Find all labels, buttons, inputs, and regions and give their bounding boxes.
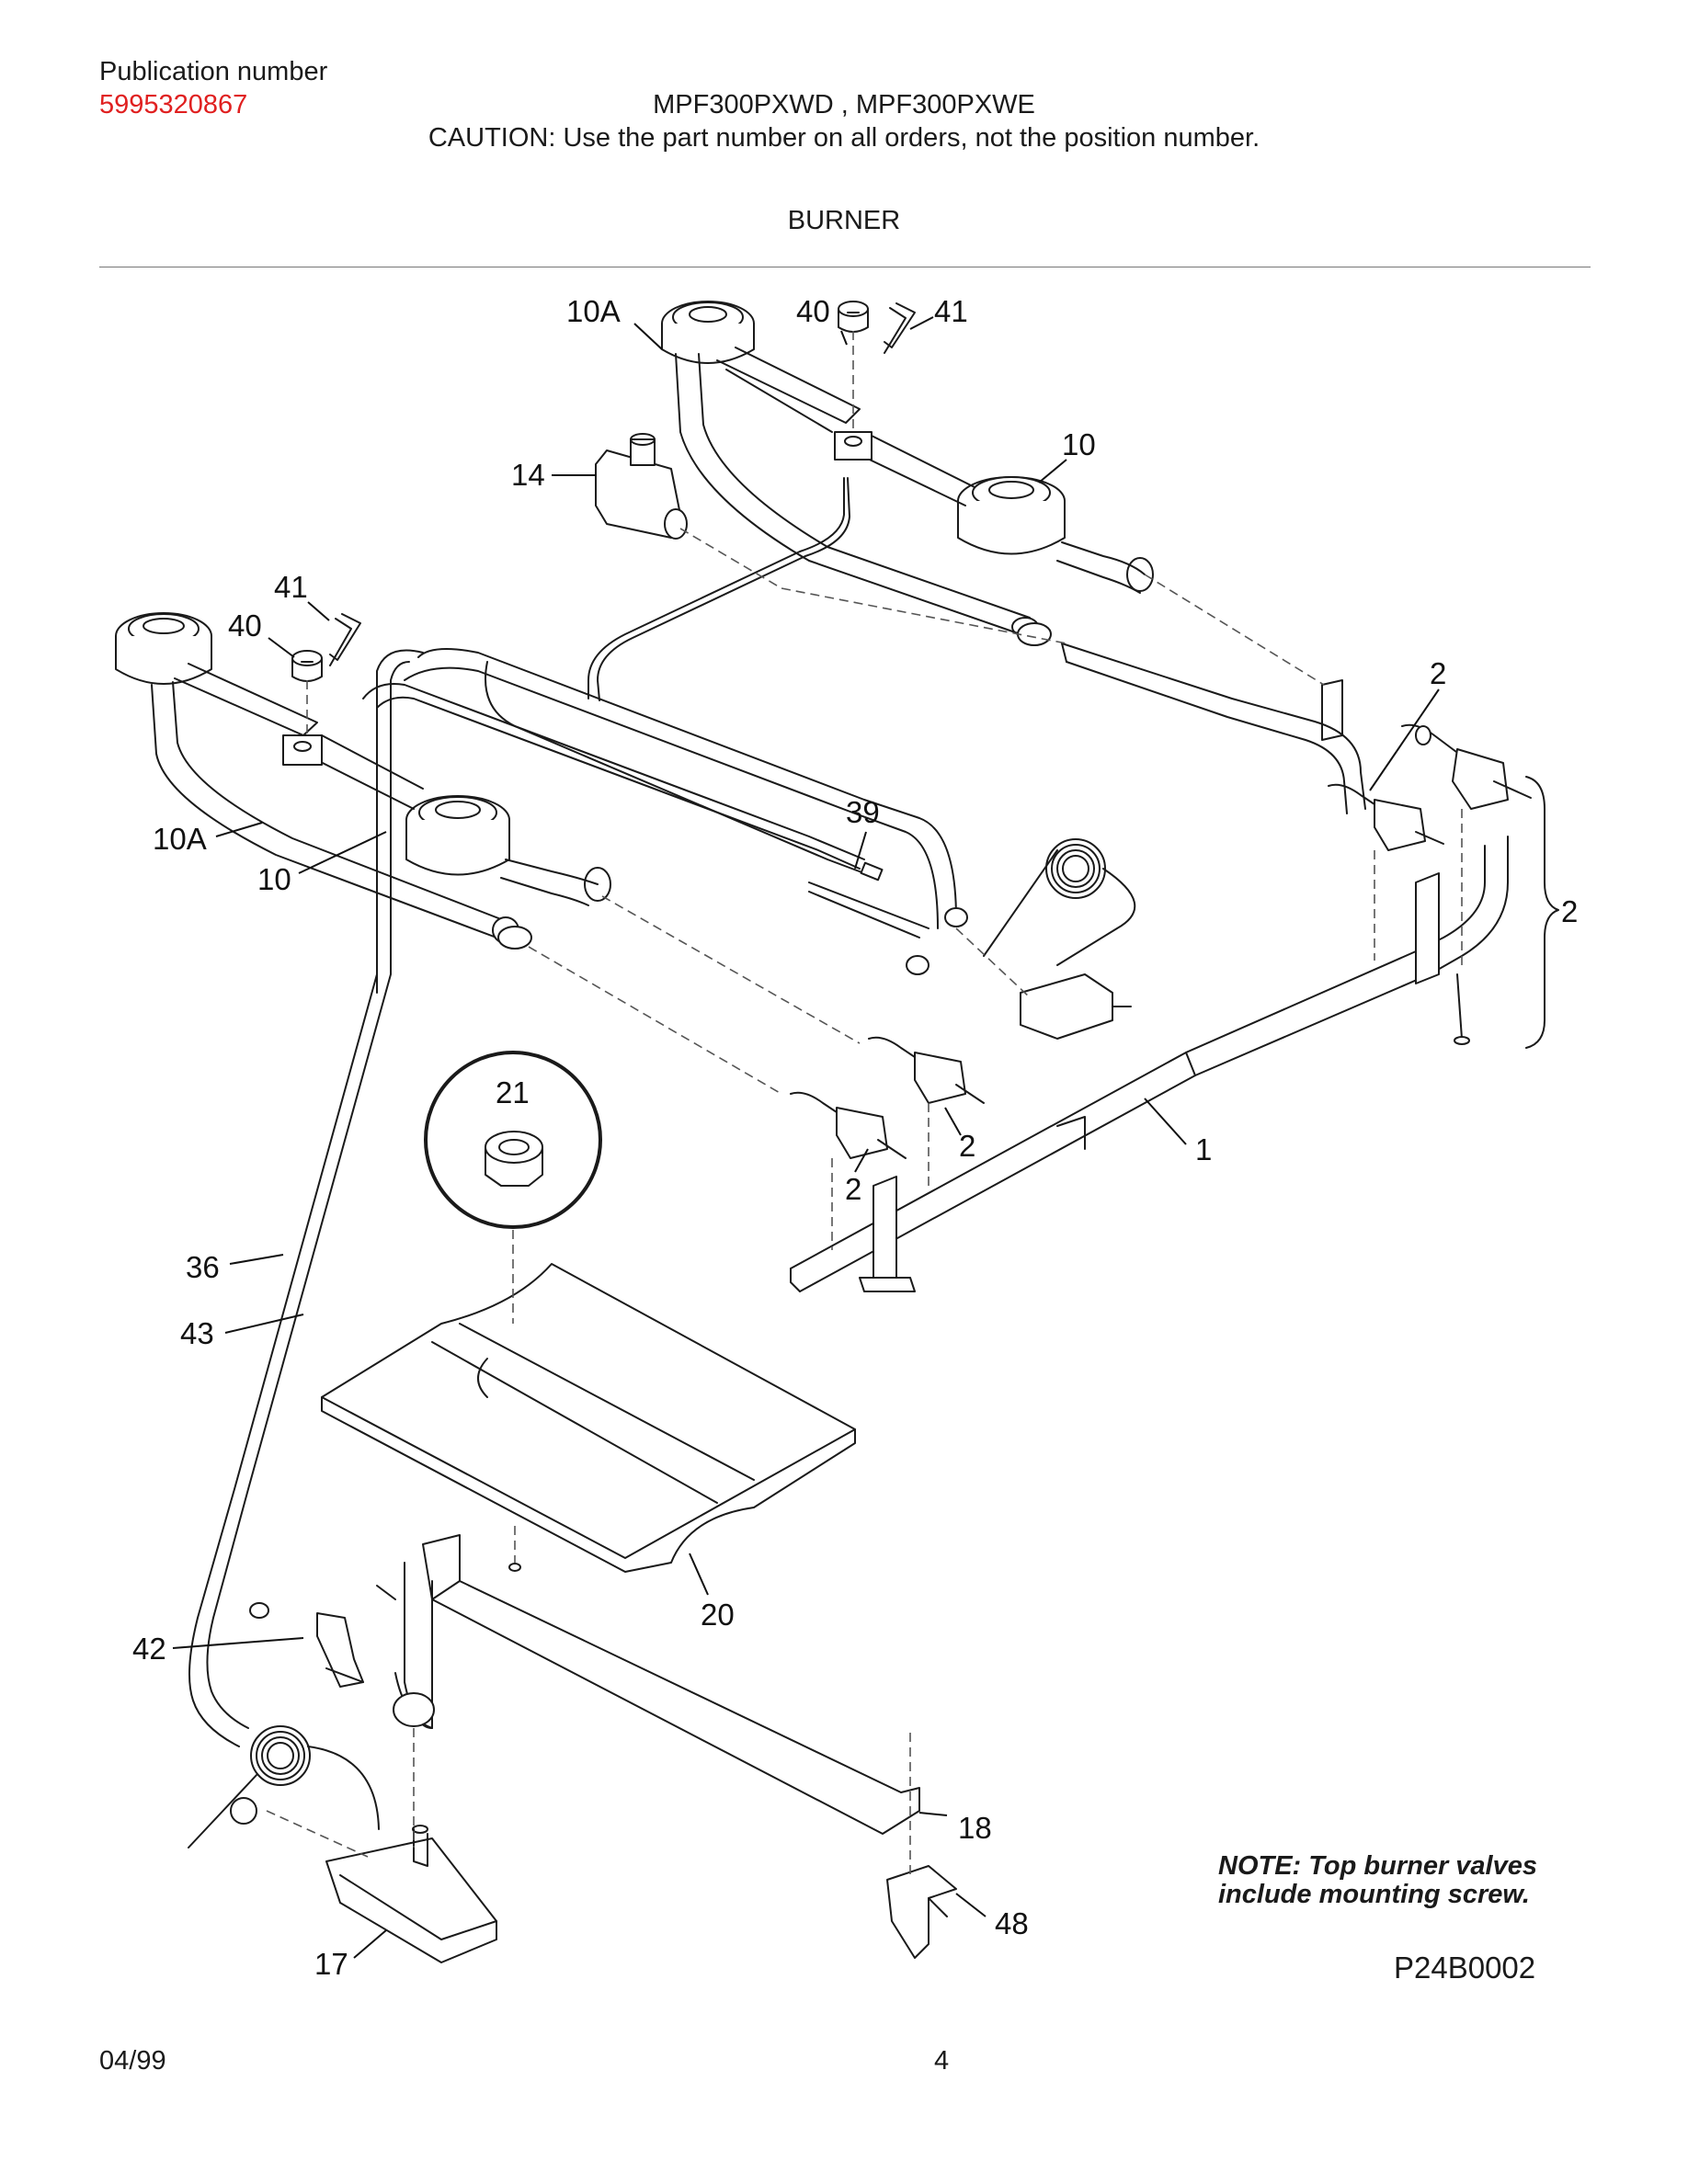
alignment-lines — [266, 331, 1463, 1875]
oven-baffle-20 — [321, 1263, 856, 1573]
callout-42: 42 — [132, 1632, 166, 1666]
callout-39: 39 — [846, 795, 880, 829]
callout-10a-left: 10A — [153, 822, 207, 856]
burner-valve-2-c — [868, 1036, 985, 1104]
oven-thermostat — [983, 838, 1136, 1040]
oven-thermostat-17 — [188, 1725, 497, 1963]
detail-circle-21 — [424, 1051, 602, 1229]
burner-valve-2-a — [1401, 723, 1532, 810]
safety-valve-14 — [595, 433, 688, 540]
publication-label: Publication number — [99, 57, 328, 86]
callout-40-top: 40 — [796, 294, 830, 328]
callout-labels: 10A 40 41 14 10 41 40 10A 10 39 2 2 2 2 … — [132, 294, 1578, 1981]
oven-burner-18 — [393, 1534, 920, 1835]
callout-17: 17 — [314, 1947, 348, 1981]
note-text: NOTE: Top burner valves include mounting… — [1218, 1852, 1537, 1909]
section-title: BURNER — [787, 206, 901, 235]
burner-assembly-left — [115, 612, 611, 950]
footer-date: 04/99 — [99, 2046, 166, 2076]
burner-cap-40-left — [291, 650, 323, 682]
callout-41-left: 41 — [274, 570, 308, 604]
note-line-1: NOTE: Top burner valves — [1218, 1851, 1537, 1881]
callout-20: 20 — [701, 1598, 735, 1632]
callout-43: 43 — [180, 1316, 214, 1350]
burner-tubes-36-43 — [188, 648, 957, 1747]
callout-21: 21 — [496, 1075, 530, 1109]
callout-41-top: 41 — [934, 294, 968, 328]
callout-2-right-top: 2 — [1430, 656, 1446, 690]
callout-1: 1 — [1195, 1132, 1212, 1166]
note-line-2: include mounting screw. — [1218, 1880, 1530, 1909]
clip-41-top — [884, 302, 916, 354]
burner-bracket-48 — [886, 1865, 957, 1959]
igniter-bracket-42 — [249, 1585, 396, 1688]
callout-2-brace: 2 — [1561, 894, 1578, 928]
callout-36: 36 — [186, 1250, 220, 1284]
valves-brace — [1525, 776, 1559, 1049]
callout-18: 18 — [958, 1811, 992, 1845]
caution-text: CAUTION: Use the part number on all orde… — [428, 123, 1260, 153]
callout-2-mid-a: 2 — [959, 1129, 975, 1163]
callout-10-left: 10 — [257, 862, 291, 896]
manifold-bracket-right — [1321, 679, 1440, 984]
burner-cap-40-top — [838, 301, 869, 333]
callout-10-top: 10 — [1062, 427, 1096, 461]
burner-assembly-top — [661, 301, 1154, 646]
publication-number: 5995320867 — [99, 90, 248, 119]
callout-14: 14 — [511, 458, 545, 492]
callout-10a-top: 10A — [566, 294, 621, 328]
burner-valve-2-d — [790, 1091, 907, 1159]
clip-41-left — [329, 613, 361, 666]
top-burner-supply-tube — [1061, 643, 1366, 814]
callout-40-left: 40 — [228, 609, 262, 643]
mounting-screw — [1454, 973, 1470, 1045]
leader-lines — [172, 316, 1440, 1959]
burner-valve-2-b — [1328, 783, 1444, 851]
callout-48: 48 — [995, 1906, 1029, 1940]
drawing-code: P24B0002 — [1394, 1951, 1536, 1985]
footer-page-number: 4 — [934, 2046, 950, 2076]
model-numbers: MPF300PXWD , MPF300PXWE — [653, 90, 1035, 119]
callout-2-mid-b: 2 — [845, 1172, 861, 1206]
thermocouple-tube-14 — [587, 477, 850, 701]
capillary-39 — [485, 661, 968, 975]
manifold-bracket-left — [859, 1176, 916, 1292]
manifold-pipe-1 — [790, 836, 1509, 1292]
